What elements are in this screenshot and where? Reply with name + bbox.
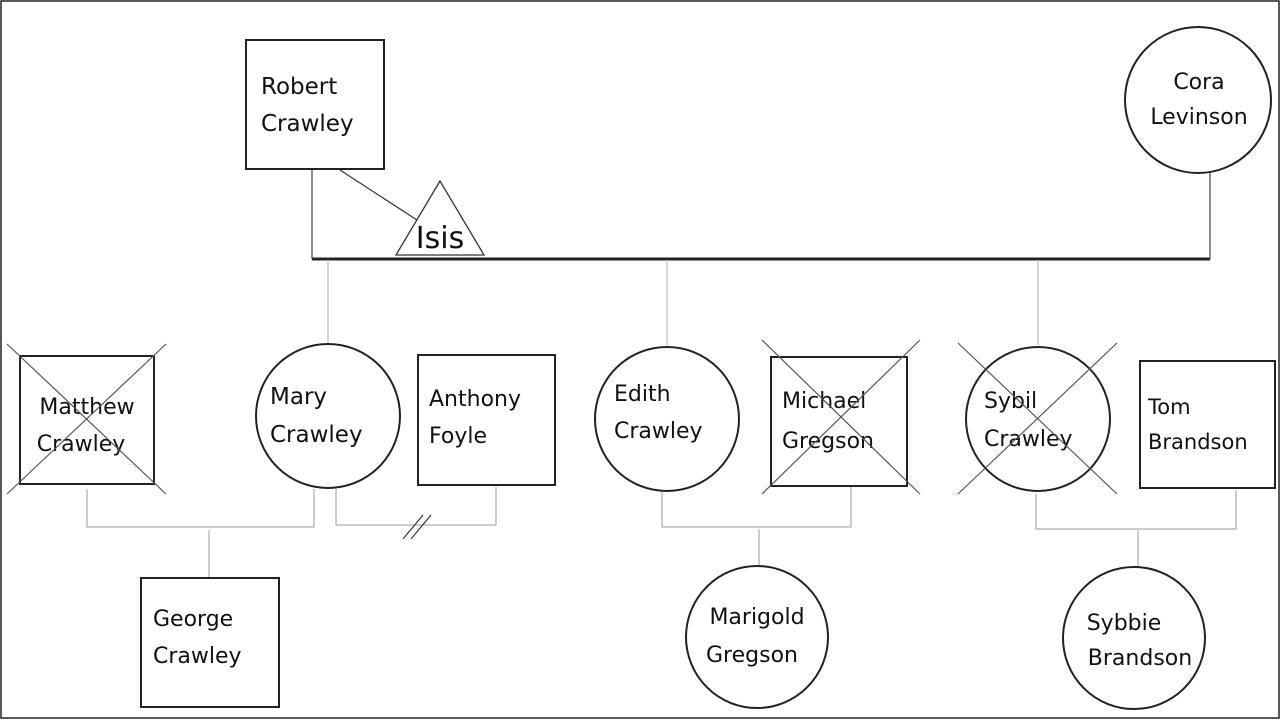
union-line-edith-michael (661, 487, 852, 528)
person-sybil-crawley: Sybil Crawley (957, 342, 1118, 495)
person-last-name: Crawley (984, 427, 1073, 452)
person-marigold-gregson: Marigold Gregson (685, 565, 829, 709)
pet-isis: Isis (394, 179, 486, 256)
person-last-name: Gregson (782, 429, 874, 454)
union-line-sybil-tom (1035, 490, 1237, 530)
person-tom-brandson: Tom Brandson (1139, 360, 1276, 489)
person-matthew-crawley: Matthew Crawley (6, 343, 167, 495)
person-last-name: Crawley (270, 422, 363, 448)
person-first-name: Marigold (709, 605, 804, 630)
female-circle (594, 346, 740, 492)
female-circle (1062, 566, 1206, 710)
person-george-crawley: George Crawley (140, 577, 280, 708)
person-first-name: Michael (782, 389, 866, 414)
person-first-name: Anthony (429, 387, 521, 412)
deceased-cross-b (6, 343, 167, 495)
person-anthony-foyle: Anthony Foyle (417, 354, 556, 486)
person-sybbie-brandson: Sybbie Brandson (1062, 566, 1206, 710)
divorce-mark-1 (402, 514, 424, 540)
person-first-name: George (153, 607, 233, 632)
person-last-name: Levinson (1150, 105, 1247, 130)
male-square (245, 39, 385, 170)
female-circle (1124, 26, 1272, 174)
person-first-name: Tom (1147, 395, 1191, 419)
person-last-name: Gregson (706, 643, 798, 668)
pet-name: Isis (416, 221, 464, 256)
union-line-matthew-mary (86, 489, 315, 528)
person-first-name: Robert (261, 74, 337, 100)
deceased-cross-b (761, 339, 921, 495)
pet-triangle-shape (394, 179, 486, 256)
divorce-mark-2 (410, 514, 432, 540)
person-edith-crawley: Edith Crawley (594, 346, 740, 492)
female-circle (255, 343, 401, 489)
person-first-name: Edith (614, 382, 671, 407)
person-first-name: Cora (1173, 70, 1224, 95)
person-last-name: Foyle (429, 424, 487, 449)
person-last-name: Brandson (1148, 430, 1248, 454)
person-robert-crawley: Robert Crawley (245, 39, 385, 170)
person-mary-crawley: Mary Crawley (255, 343, 401, 489)
person-first-name: Mary (270, 384, 327, 410)
line-robert-pet (339, 169, 421, 223)
person-cora-levinson: Cora Levinson (1124, 26, 1272, 174)
person-first-name: Matthew (39, 395, 134, 420)
person-last-name: Brandson (1088, 646, 1192, 671)
person-first-name: Sybbie (1087, 611, 1162, 636)
union-line-mary-anthony (335, 487, 497, 526)
male-square (140, 577, 280, 708)
female-circle (685, 565, 829, 709)
person-last-name: Crawley (261, 111, 354, 137)
person-michael-gregson: Michael Gregson (761, 339, 921, 495)
deceased-cross-b (957, 342, 1118, 495)
male-square (417, 354, 556, 486)
person-last-name: Crawley (153, 644, 242, 669)
person-last-name: Crawley (614, 419, 703, 444)
male-square (770, 356, 908, 487)
male-square (1139, 360, 1276, 489)
